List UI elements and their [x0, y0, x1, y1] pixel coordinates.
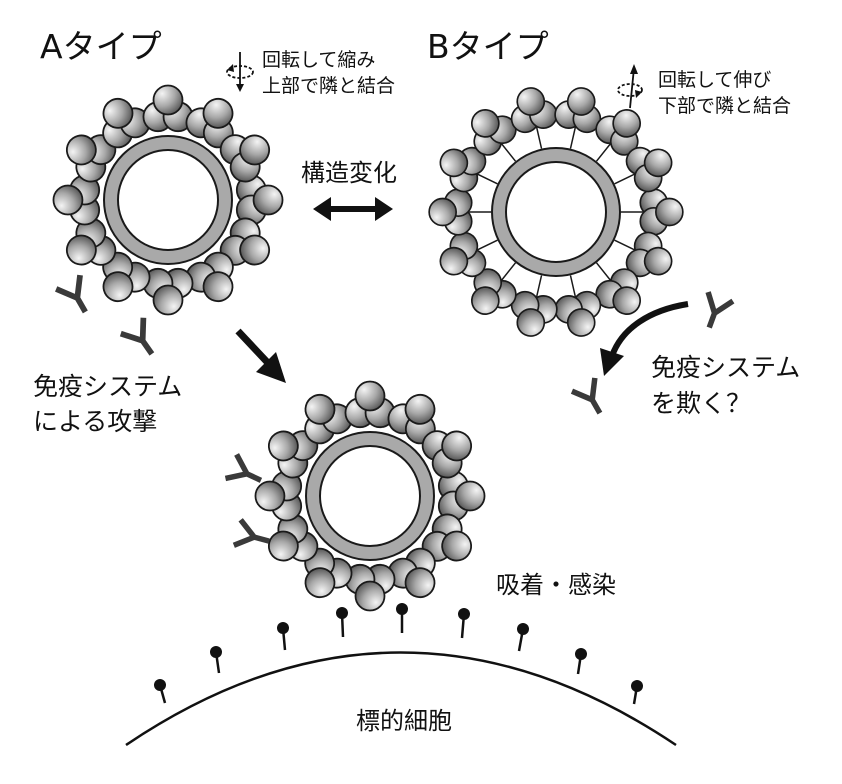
capsid-outline — [491, 147, 621, 277]
receptor-head — [210, 646, 222, 658]
virus-type-b — [428, 82, 684, 342]
rotate-extend-icon — [617, 64, 643, 109]
protein-trimer — [551, 288, 608, 342]
capsid-ring — [492, 148, 620, 276]
type-a-note-line1: 回転して縮み — [262, 49, 376, 71]
capsid-inner-outline — [319, 445, 421, 547]
immune-attack-line2: による攻撃 — [33, 407, 158, 436]
protein-trimer — [344, 563, 396, 612]
capsid-inner-outline — [505, 161, 607, 263]
virus-type-a — [52, 84, 284, 316]
type-a-note-line2: 上部で隣と結合 — [262, 75, 396, 97]
receptors — [154, 603, 643, 705]
capsid-ring — [306, 432, 434, 560]
immune-evade-line2: を欺く？ — [651, 389, 752, 418]
capsid-outline — [305, 431, 435, 561]
antibody-icon — [572, 378, 611, 420]
capsid-inner-outline — [117, 149, 219, 251]
protein-trimer — [428, 188, 473, 236]
protein-trimer — [437, 470, 486, 522]
structural-change-label: 構造変化 — [301, 159, 397, 187]
receptor-head — [277, 622, 289, 634]
virus-binding — [254, 380, 486, 612]
double-arrow-icon — [313, 197, 393, 221]
receptor-head — [336, 607, 348, 619]
type-b-note-line1: 回転して伸び — [658, 69, 772, 91]
protein-trimer — [52, 174, 101, 226]
protein-trimer — [235, 174, 284, 226]
immune-attack-line1: 免疫システム — [33, 372, 183, 401]
receptor-head — [631, 680, 643, 692]
type-a-title: Aタイプ — [40, 27, 162, 66]
capsid-outline — [103, 135, 233, 265]
antibody-icon — [121, 318, 163, 362]
protein-trimer — [639, 188, 684, 236]
antibody-icon — [234, 520, 273, 554]
adsorption-label: 吸着・感染 — [496, 571, 616, 599]
receptor-head — [154, 679, 166, 691]
target-cell-membrane — [125, 651, 677, 747]
receptor-head — [458, 608, 470, 620]
immune-evade-line1: 免疫システム — [651, 353, 801, 382]
protein-trimer — [254, 470, 303, 522]
antibody-icon — [56, 275, 97, 319]
receptor-head — [517, 623, 529, 635]
type-b-note-line2: 下部で隣と結合 — [658, 95, 792, 117]
rotate-shrink-icon — [226, 52, 254, 92]
down-arrow-icon — [235, 328, 286, 383]
receptor-head — [575, 648, 587, 660]
capsid-ring — [104, 136, 232, 264]
type-b-title: Bタイプ — [427, 27, 549, 66]
target-cell-label: 標的細胞 — [356, 707, 452, 735]
antibody-icon — [697, 292, 733, 332]
protein-trimer — [142, 267, 194, 316]
protein-trimer — [142, 84, 194, 133]
receptor-head — [396, 603, 408, 615]
protein-trimer — [504, 82, 561, 136]
curved-arrow-icon — [600, 301, 689, 376]
protein-trimer — [344, 380, 396, 429]
